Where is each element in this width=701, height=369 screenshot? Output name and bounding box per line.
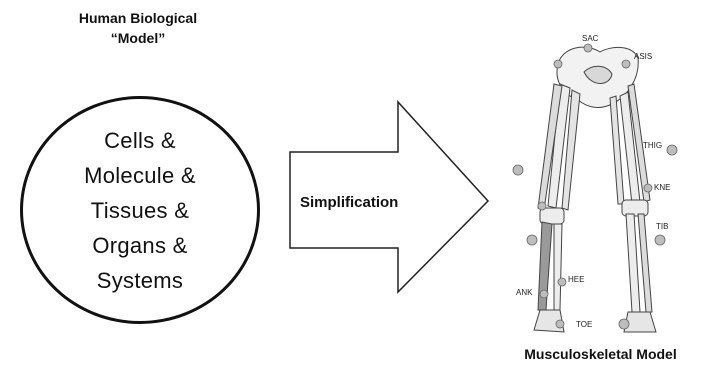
- marker-asis-left-ball: [553, 59, 563, 69]
- circle-line-cells: Cells &: [104, 127, 176, 153]
- marker-kne-left-ball: [537, 201, 547, 211]
- biology-circle: Cells & Molecule & Tissues & Organs & Sy…: [20, 96, 260, 324]
- simplification-arrow: [289, 100, 490, 294]
- left-leg: [533, 83, 581, 333]
- marker-thig-ball: [666, 144, 678, 156]
- marker-ank-label: ANK: [516, 288, 533, 297]
- marker-toe-label: TOE: [576, 320, 592, 329]
- marker-toe-left-ball: [555, 319, 565, 329]
- musculoskeletal-model-title: Musculoskeletal Model: [524, 346, 677, 362]
- marker-sac-label: SAC: [582, 34, 599, 43]
- marker-toe-ball: [618, 318, 630, 330]
- marker-tib-left-ball: [526, 234, 538, 246]
- musculoskeletal-figure: SAC ASIS THIG KNE TIB HEE ANK TOE: [512, 34, 678, 333]
- marker-ank-ball: [539, 289, 549, 299]
- circle-line-molecule: Molecule &: [84, 162, 196, 188]
- marker-kne-ball: [643, 183, 653, 193]
- marker-balls: [512, 43, 678, 330]
- circle-line-tissues: Tissues &: [90, 197, 190, 223]
- marker-asis-ball: [621, 59, 631, 69]
- marker-hee-label: HEE: [568, 275, 584, 284]
- human-model-title-line1: Human Biological: [78, 10, 198, 26]
- right-leg: [609, 83, 657, 333]
- human-model-title: Human Biological “Model”: [48, 8, 228, 48]
- human-model-title-line2: “Model”: [110, 30, 166, 46]
- marker-hee-ball: [557, 277, 567, 287]
- marker-thig-label: THIG: [643, 141, 662, 150]
- marker-thig-left-ball: [512, 164, 524, 176]
- marker-sac-ball: [583, 43, 593, 53]
- marker-asis-label: ASIS: [634, 52, 652, 61]
- marker-kne-label: KNE: [654, 183, 670, 192]
- marker-tib-ball: [654, 234, 666, 246]
- circle-line-systems: Systems: [96, 267, 184, 293]
- marker-tib-label: TIB: [656, 222, 668, 231]
- circle-line-organs: Organs &: [92, 232, 188, 258]
- simplification-label: Simplification: [300, 194, 399, 211]
